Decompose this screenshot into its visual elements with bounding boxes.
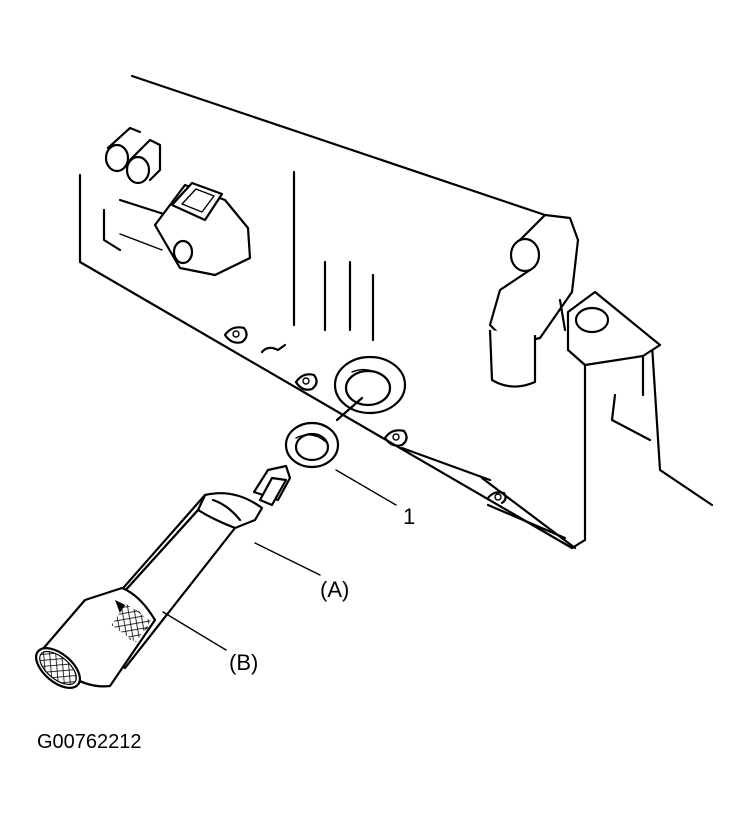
- seal-installer-tool: [35, 464, 292, 689]
- tool-b-callout-label: (B): [229, 650, 258, 675]
- oil-seal: [284, 421, 340, 469]
- seal-callout-label: 1: [403, 504, 415, 529]
- seal-bore: [333, 355, 407, 415]
- tool-a-leader-line: [254, 542, 321, 576]
- figure-id: G00762212: [37, 731, 142, 753]
- housing-cover: [78, 74, 714, 550]
- alignment-line: [335, 396, 364, 422]
- tool-a-callout-label: (A): [320, 577, 349, 602]
- seal-leader-line: [335, 469, 397, 506]
- cam-bracket: [488, 213, 662, 397]
- sensor-connector: [104, 126, 252, 277]
- tool-b-leader-line: [162, 611, 227, 651]
- bolt-bosses: [223, 326, 507, 505]
